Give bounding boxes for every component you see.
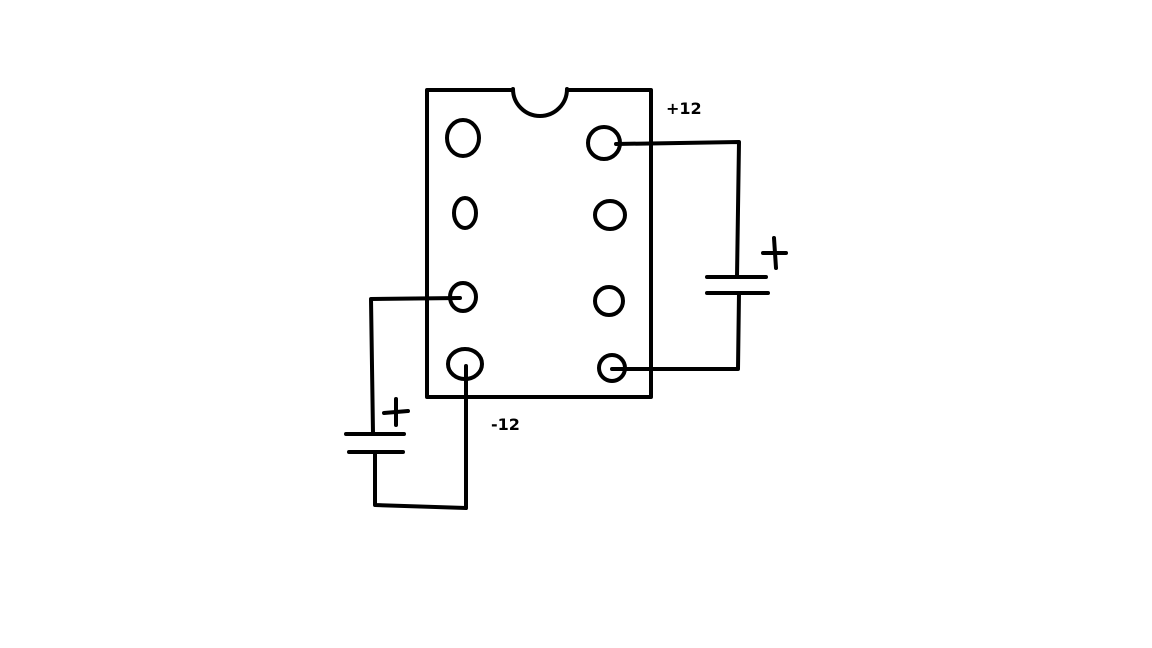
pin-2 (452, 196, 478, 230)
pin-7 (593, 199, 627, 231)
left-wire-bottom (373, 364, 468, 510)
left-plus-sign (382, 397, 410, 427)
pin-6 (593, 285, 625, 317)
right-wire-bottom (610, 291, 741, 371)
left-capacitor-circuit (344, 296, 468, 510)
negative-supply-label: -12 (491, 415, 520, 434)
positive-supply-label: +12 (666, 99, 702, 118)
ic-package (425, 87, 653, 399)
left-wire-top (369, 296, 462, 435)
ic-pins (445, 118, 627, 383)
ic-notch (511, 87, 569, 118)
right-capacitor-circuit (610, 140, 788, 371)
right-plus-sign (761, 236, 788, 270)
right-wire-top (614, 140, 741, 279)
ic-outline (425, 88, 653, 399)
pin-1 (445, 118, 481, 158)
